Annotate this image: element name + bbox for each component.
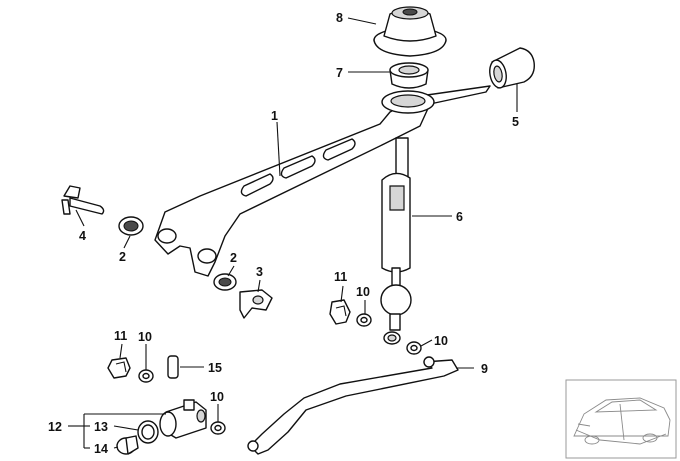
callout-12: 12 <box>48 420 62 434</box>
part-2-bushing-right <box>213 273 237 291</box>
part-5-sleeve <box>489 47 535 89</box>
leader-lines <box>68 17 518 449</box>
part-11-clip-upper <box>329 299 351 325</box>
part-7-ring <box>389 62 429 89</box>
part-10-washer-mid <box>406 341 422 355</box>
part-11-clip-lower <box>107 357 131 379</box>
callout-2-right: 2 <box>230 251 237 265</box>
part-1-shift-arm <box>154 85 491 277</box>
callout-11-lower: 11 <box>114 329 127 343</box>
callout-10-mid: 10 <box>434 334 448 348</box>
part-10-washer-lower-left <box>138 369 154 383</box>
part-4-clip-pin <box>61 185 105 215</box>
car-sedan-icon <box>573 397 671 445</box>
callout-10-lower-center: 10 <box>210 390 224 404</box>
part-14-bushing <box>116 435 139 455</box>
part-15-pin <box>167 355 179 379</box>
callout-11-upper: 11 <box>334 270 347 284</box>
callout-6: 6 <box>456 210 463 224</box>
callout-9: 9 <box>481 362 488 376</box>
part-2-bushing-left <box>118 216 144 236</box>
callout-15: 15 <box>208 361 222 375</box>
vehicle-thumbnail <box>565 379 677 459</box>
callout-3: 3 <box>256 265 263 279</box>
part-13-ring <box>137 420 159 444</box>
part-10-washer-upper <box>356 313 372 327</box>
callout-5: 5 <box>512 115 519 129</box>
part-12-joint-assembly <box>159 399 207 439</box>
callout-1: 1 <box>271 109 278 123</box>
callout-8: 8 <box>336 11 343 25</box>
part-3-clip <box>239 289 273 319</box>
callout-14: 14 <box>94 442 108 456</box>
callout-10-upper: 10 <box>356 285 370 299</box>
callout-10-lower-left: 10 <box>138 330 152 344</box>
part-10-washer-lower-center <box>210 421 226 435</box>
part-6-shift-lever <box>380 137 412 345</box>
callout-7: 7 <box>336 66 343 80</box>
callout-2-left: 2 <box>119 250 126 264</box>
callout-13: 13 <box>94 420 108 434</box>
part-8-boot <box>373 6 447 57</box>
part-9-selector-rod <box>247 356 459 455</box>
callout-labels: 1 2 2 3 4 5 6 7 8 9 10 10 10 10 11 11 12… <box>48 11 519 456</box>
callout-4: 4 <box>79 229 86 243</box>
